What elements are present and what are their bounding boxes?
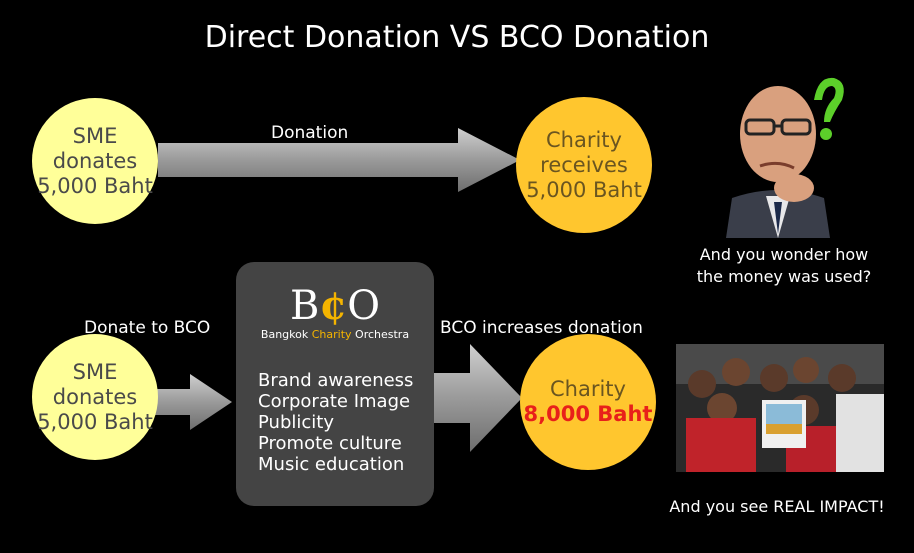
bco-name-orchestra: Orchestra	[355, 328, 410, 341]
wonder-caption-line2: the money was used?	[696, 267, 872, 286]
sme-direct-line3: 5,000 Baht	[37, 173, 153, 198]
wonder-caption: And you wonder how the money was used?	[676, 244, 892, 288]
children-photo	[676, 344, 884, 472]
bco-benefits-list: Brand awareness Corporate Image Publicit…	[258, 370, 413, 475]
impact-caption: And you see REAL IMPACT!	[669, 497, 885, 516]
sme-bco-line3: 5,000 Baht	[37, 409, 153, 434]
benefit-brand-awareness: Brand awareness	[258, 370, 414, 391]
charity-direct-circle: Charity receives 5,000 Baht	[516, 97, 652, 233]
bco-logo-o: O	[347, 283, 381, 329]
bco-increases-label: BCO increases donation	[440, 318, 643, 338]
confused-man-image	[706, 70, 850, 238]
donation-arrow-label: Donation	[271, 123, 349, 143]
benefit-music-education: Music education	[258, 454, 405, 475]
bco-box: B¢O Bangkok Charity Orchestra Brand awar…	[236, 262, 434, 506]
charity-bco-circle: Charity 8,000 Baht	[520, 334, 656, 470]
bco-logo-b: B	[289, 283, 320, 329]
charity-bco-amount: 8,000 Baht	[523, 402, 653, 426]
benefit-promote-culture: Promote culture	[258, 433, 402, 454]
sme-bco-line2: donates	[52, 384, 138, 409]
donate-to-bco-label: Donate to BCO	[84, 318, 211, 338]
wonder-caption-line1: And you wonder how	[699, 245, 869, 264]
sme-bco-line1: SME	[72, 359, 118, 384]
page-title: Direct Donation VS BCO Donation	[204, 20, 710, 55]
sme-direct-line2: donates	[52, 148, 138, 173]
bco-logo-name: Bangkok Charity Orchestra	[236, 328, 434, 341]
bco-logo: B¢O	[236, 282, 434, 329]
charity-direct-line3: 5,000 Baht	[526, 177, 642, 202]
benefit-publicity: Publicity	[258, 412, 334, 433]
benefit-corporate-image: Corporate Image	[258, 391, 411, 412]
direct-donation-arrow	[158, 128, 520, 192]
bco-logo-cent: ¢	[319, 282, 348, 329]
charity-direct-line1: Charity	[546, 127, 622, 152]
sme-direct-line1: SME	[72, 123, 118, 148]
charity-bco-name: Charity	[550, 377, 626, 401]
sme-bco-circle: SME donates 5,000 Baht	[32, 334, 158, 460]
bco-name-charity: Charity	[311, 328, 352, 341]
bco-name-bangkok: Bangkok	[260, 328, 309, 341]
sme-to-bco-arrow	[152, 374, 232, 430]
bco-to-charity-arrow	[432, 344, 522, 452]
sme-direct-circle: SME donates 5,000 Baht	[32, 98, 158, 224]
charity-direct-line2: receives	[540, 152, 628, 177]
